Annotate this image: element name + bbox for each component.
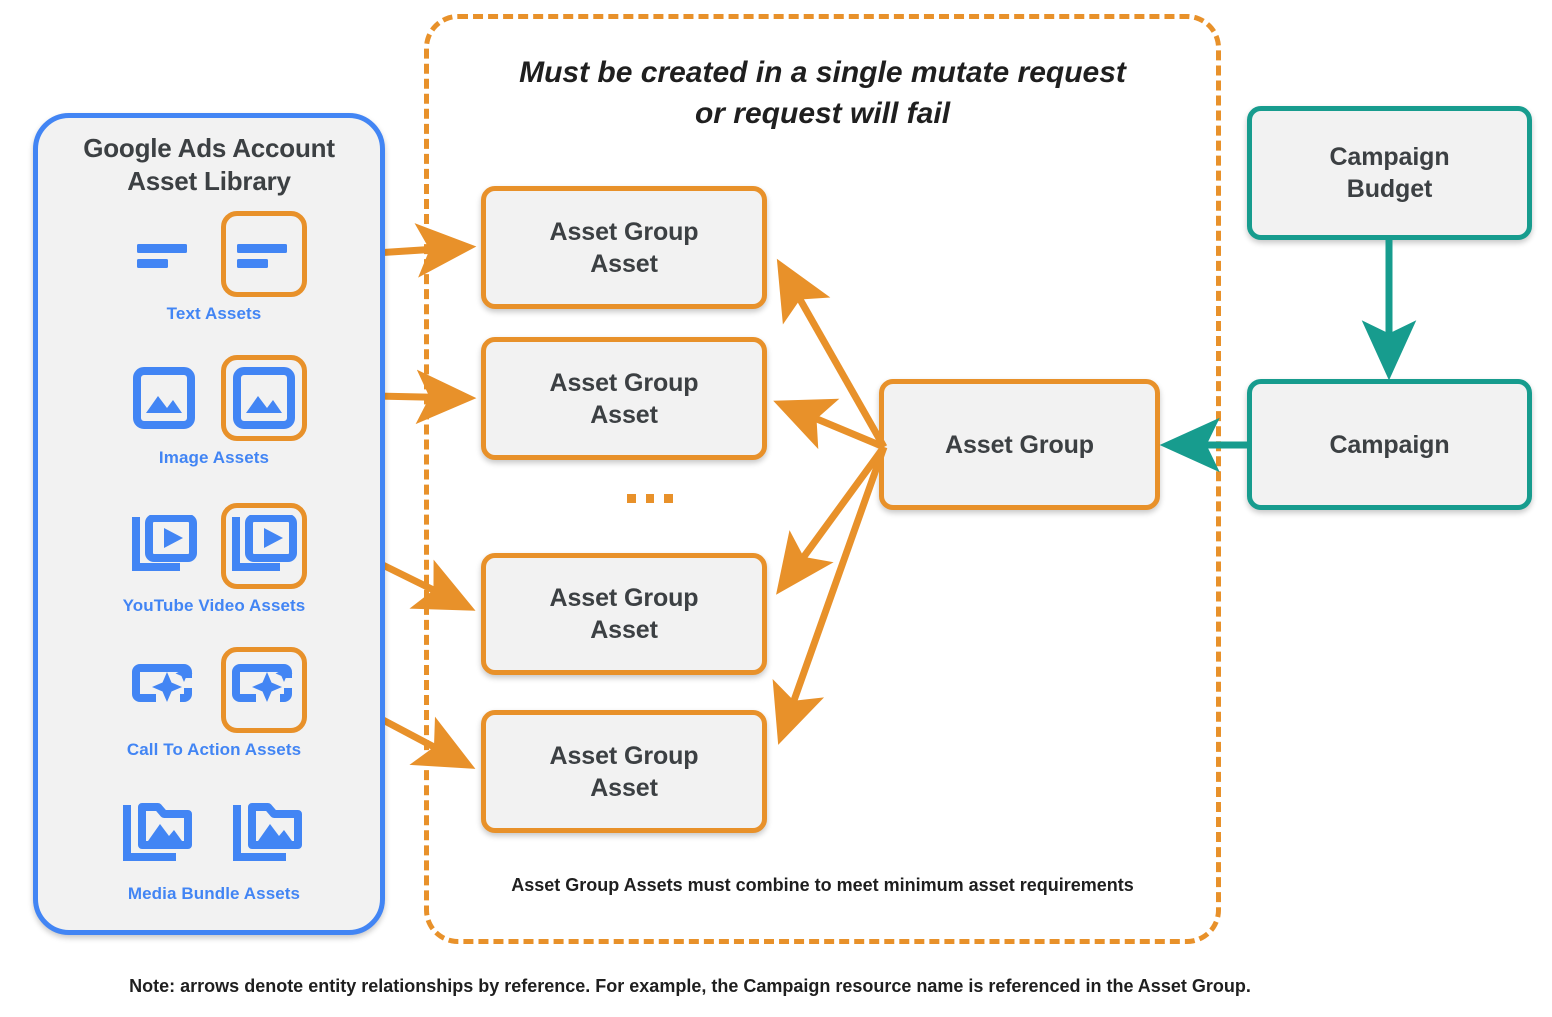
image-icon bbox=[121, 355, 207, 441]
library-row-cta-assets[interactable]: Call To Action Assets bbox=[38, 642, 390, 760]
aga-2-line2: Asset bbox=[590, 400, 658, 429]
ellipsis-dot-2 bbox=[645, 494, 655, 503]
library-label-video-assets: YouTube Video Assets bbox=[122, 596, 306, 615]
library-row-image-assets[interactable]: Image Assets bbox=[38, 350, 390, 468]
campaign-node[interactable]: Campaign bbox=[1247, 379, 1532, 510]
media-bundle-assets-icons bbox=[38, 786, 390, 882]
library-title: Google Ads Account Asset Library bbox=[38, 132, 380, 199]
asset-group-asset-node-3[interactable]: Asset Group Asset bbox=[481, 553, 767, 675]
cta-assets-icons bbox=[38, 642, 390, 738]
aga-1-line2: Asset bbox=[590, 249, 658, 278]
mutate-title-line1: Must be created in a single mutate reque… bbox=[519, 56, 1126, 89]
text-assets-icons bbox=[38, 206, 390, 302]
asset-group-asset-node-1[interactable]: Asset Group Asset bbox=[481, 186, 767, 309]
asset-group-asset-node-4[interactable]: Asset Group Asset bbox=[481, 710, 767, 833]
asset-group-label: Asset Group bbox=[945, 430, 1094, 459]
aga-3-line1: Asset Group bbox=[549, 584, 699, 612]
media-bundle-icon-2 bbox=[226, 791, 312, 877]
asset-library-panel: Google Ads Account Asset Library bbox=[33, 113, 385, 935]
library-row-media-bundle-assets[interactable]: Media Bundle Assets bbox=[38, 786, 390, 904]
video-stack-icon bbox=[121, 503, 207, 589]
image-assets-icons bbox=[38, 350, 390, 446]
library-label-text-assets: Text Assets bbox=[166, 304, 262, 323]
campaign-budget-label: Campaign Budget bbox=[1329, 141, 1449, 205]
aga-2-line1: Asset Group bbox=[549, 368, 699, 397]
library-label-image-assets: Image Assets bbox=[158, 448, 270, 467]
asset-group-node[interactable]: Asset Group bbox=[879, 379, 1160, 510]
library-row-text-assets[interactable]: Text Assets bbox=[38, 206, 390, 324]
ellipsis-indicator bbox=[627, 494, 674, 503]
library-title-line2: Asset Library bbox=[127, 166, 291, 197]
cta-sparkle-icon-highlighted[interactable] bbox=[221, 647, 307, 733]
library-row-video-assets[interactable]: YouTube Video Assets bbox=[38, 498, 390, 616]
asset-group-asset-node-2[interactable]: Asset Group Asset bbox=[481, 337, 767, 460]
mutate-title-line2: or request will fail bbox=[694, 97, 951, 131]
text-lines-icon-highlighted[interactable] bbox=[221, 211, 307, 297]
ellipsis-dot-1 bbox=[627, 494, 636, 503]
asset-group-asset-label-1: Asset Group Asset bbox=[550, 216, 699, 280]
campaign-budget-line2: Budget bbox=[1346, 175, 1433, 203]
media-bundle-icon bbox=[116, 791, 202, 877]
ellipsis-dot-3 bbox=[664, 494, 674, 503]
video-assets-icons bbox=[38, 498, 390, 594]
mutate-container-title: Must be created in a single mutate reque… bbox=[424, 52, 1221, 134]
text-lines-icon bbox=[121, 211, 207, 297]
library-title-line1: Google Ads Account bbox=[83, 133, 335, 163]
cta-sparkle-icon bbox=[121, 647, 207, 733]
aga-3-line2: Asset bbox=[590, 616, 658, 644]
aga-1-line1: Asset Group bbox=[549, 217, 699, 246]
asset-group-asset-label-3: Asset Group Asset bbox=[550, 582, 699, 646]
library-label-media-bundle-assets: Media Bundle Assets bbox=[127, 884, 301, 903]
video-stack-icon-highlighted[interactable] bbox=[221, 503, 307, 589]
aga-4-line1: Asset Group bbox=[549, 741, 699, 770]
campaign-budget-node[interactable]: Campaign Budget bbox=[1247, 106, 1532, 240]
aga-4-line2: Asset bbox=[590, 773, 658, 802]
asset-group-asset-label-2: Asset Group Asset bbox=[550, 367, 699, 431]
campaign-budget-line1: Campaign bbox=[1329, 143, 1450, 171]
campaign-label: Campaign bbox=[1329, 430, 1450, 459]
diagram-note: Note: arrows denote entity relationships… bbox=[129, 976, 1251, 996]
image-icon-highlighted[interactable] bbox=[221, 355, 307, 441]
asset-group-asset-label-4: Asset Group Asset bbox=[550, 740, 699, 804]
library-label-cta-assets: Call To Action Assets bbox=[126, 740, 302, 759]
mutate-container-footnote: Asset Group Assets must combine to meet … bbox=[511, 875, 1134, 895]
